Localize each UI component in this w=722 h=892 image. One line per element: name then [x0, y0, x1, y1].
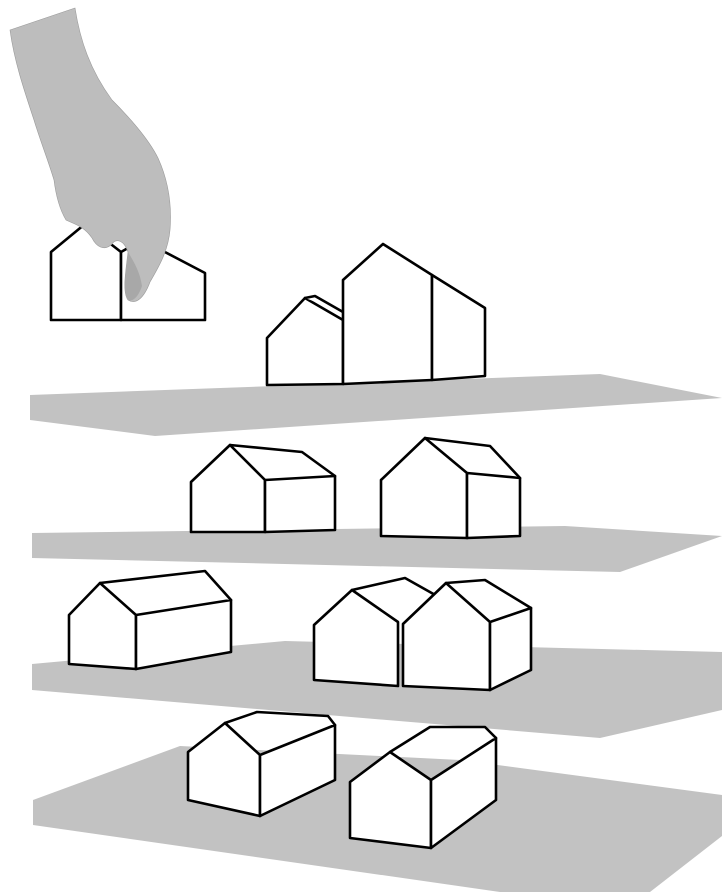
- shelf-2-house-right: [381, 438, 520, 538]
- shelf-3-house-cluster: [314, 578, 531, 690]
- shelf-2-house-left: [191, 445, 335, 532]
- shelf-2: [32, 526, 722, 572]
- shelf-3-house-long: [69, 571, 231, 669]
- shelf-1-house-cluster: [267, 244, 485, 385]
